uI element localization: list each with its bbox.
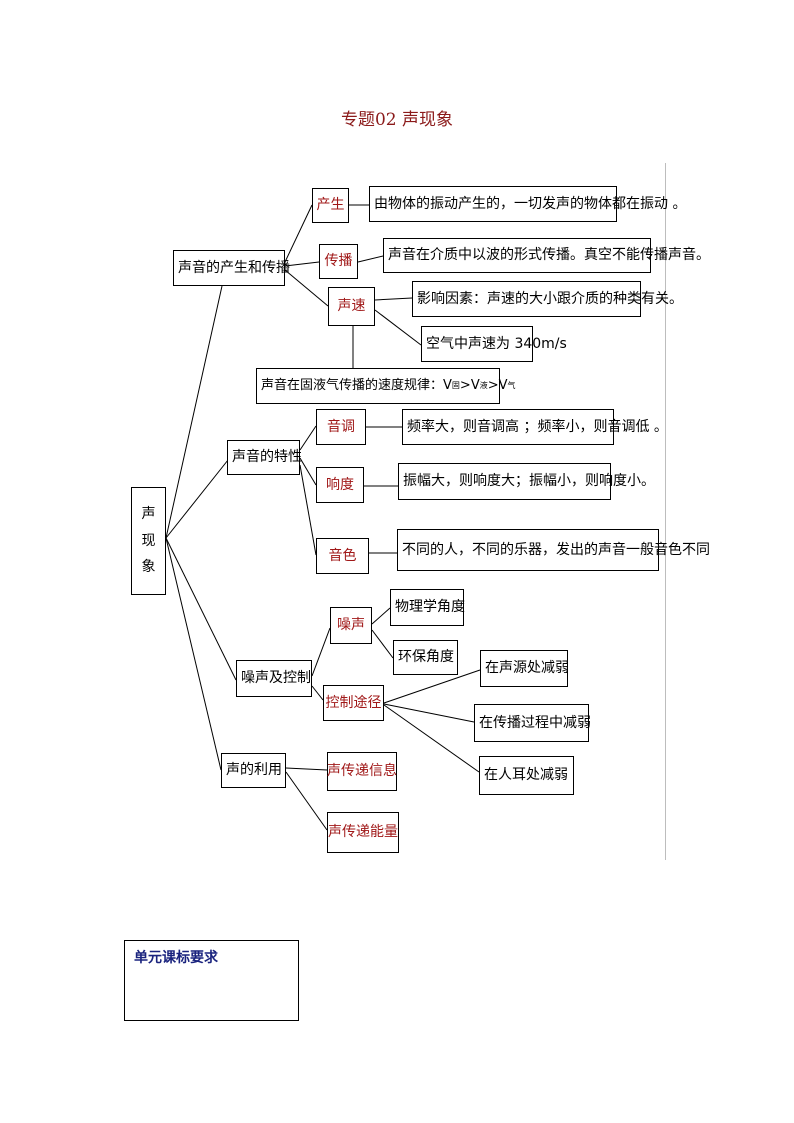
desc-at-source: 在声源处减弱 xyxy=(480,650,569,687)
speed-rule-text: 声音在固液气传播的速度规律： xyxy=(261,377,444,393)
speed-rule-sub: 液 xyxy=(479,381,488,391)
node-production: 声音的产生和传播 xyxy=(173,250,290,286)
desc-timbre: 不同的人，不同的乐器，发出的声音一般音色不同 xyxy=(397,529,710,571)
root-char: 象 xyxy=(141,559,156,576)
desc-speed-factor: 影响因素：声速的大小跟介质的种类有关。 xyxy=(412,281,683,317)
speed-rule-v: V xyxy=(443,377,452,393)
desc-env-angle: 环保角度 xyxy=(393,640,458,675)
requirements-title: 单元课标要求 xyxy=(134,950,218,966)
margin-rule xyxy=(665,163,666,860)
desc-chuanbo: 声音在介质中以波的形式传播。真空不能传播声音。 xyxy=(383,238,710,273)
page-title: 专题02 声现象 xyxy=(340,110,454,130)
requirements-box: 单元课标要求 xyxy=(124,940,299,1021)
node-shengsu: 声速 xyxy=(328,287,375,326)
desc-at-ear: 在人耳处减弱 xyxy=(479,756,574,795)
root-char: 声 xyxy=(141,506,156,523)
speed-rule-sub: 气 xyxy=(507,381,516,391)
desc-chansheng: 由物体的振动产生的，一切发声的物体都在振动 。 xyxy=(369,186,686,222)
node-noise: 噪声 xyxy=(330,607,372,644)
speed-rule-gt: > xyxy=(487,377,499,393)
node-sound-energy: 声传递能量 xyxy=(327,812,399,853)
speed-rule-v: V xyxy=(498,377,508,393)
node-traits: 声音的特性 xyxy=(227,440,302,475)
speed-rule-sub: 固 xyxy=(451,381,460,391)
desc-air-speed: 空气中声速为 340m/s xyxy=(421,326,567,362)
node-timbre: 音色 xyxy=(316,538,369,574)
node-loudness: 响度 xyxy=(316,467,364,503)
root-char: 现 xyxy=(141,532,156,549)
desc-pitch: 频率大，则音调高 ；频率小，则音调低 。 xyxy=(402,409,668,445)
desc-in-path: 在传播过程中减弱 xyxy=(474,704,591,742)
node-control-path: 控制途径 xyxy=(323,685,384,721)
node-pitch: 音调 xyxy=(316,409,366,445)
speed-rule-v: V xyxy=(470,377,480,393)
node-chuanbo: 传播 xyxy=(319,244,358,279)
node-sound-use: 声的利用 xyxy=(221,753,286,788)
node-sound-info: 声传递信息 xyxy=(327,752,397,791)
desc-physics-angle: 物理学角度 xyxy=(390,589,465,626)
node-noise-control: 噪声及控制 xyxy=(236,660,312,697)
desc-loudness: 振幅大，则响度大；振幅小，则响度小。 xyxy=(398,463,655,500)
speed-rule-gt: > xyxy=(459,377,471,393)
node-chansheng: 产生 xyxy=(312,188,349,223)
root-node: 声 现 象 xyxy=(131,487,166,595)
